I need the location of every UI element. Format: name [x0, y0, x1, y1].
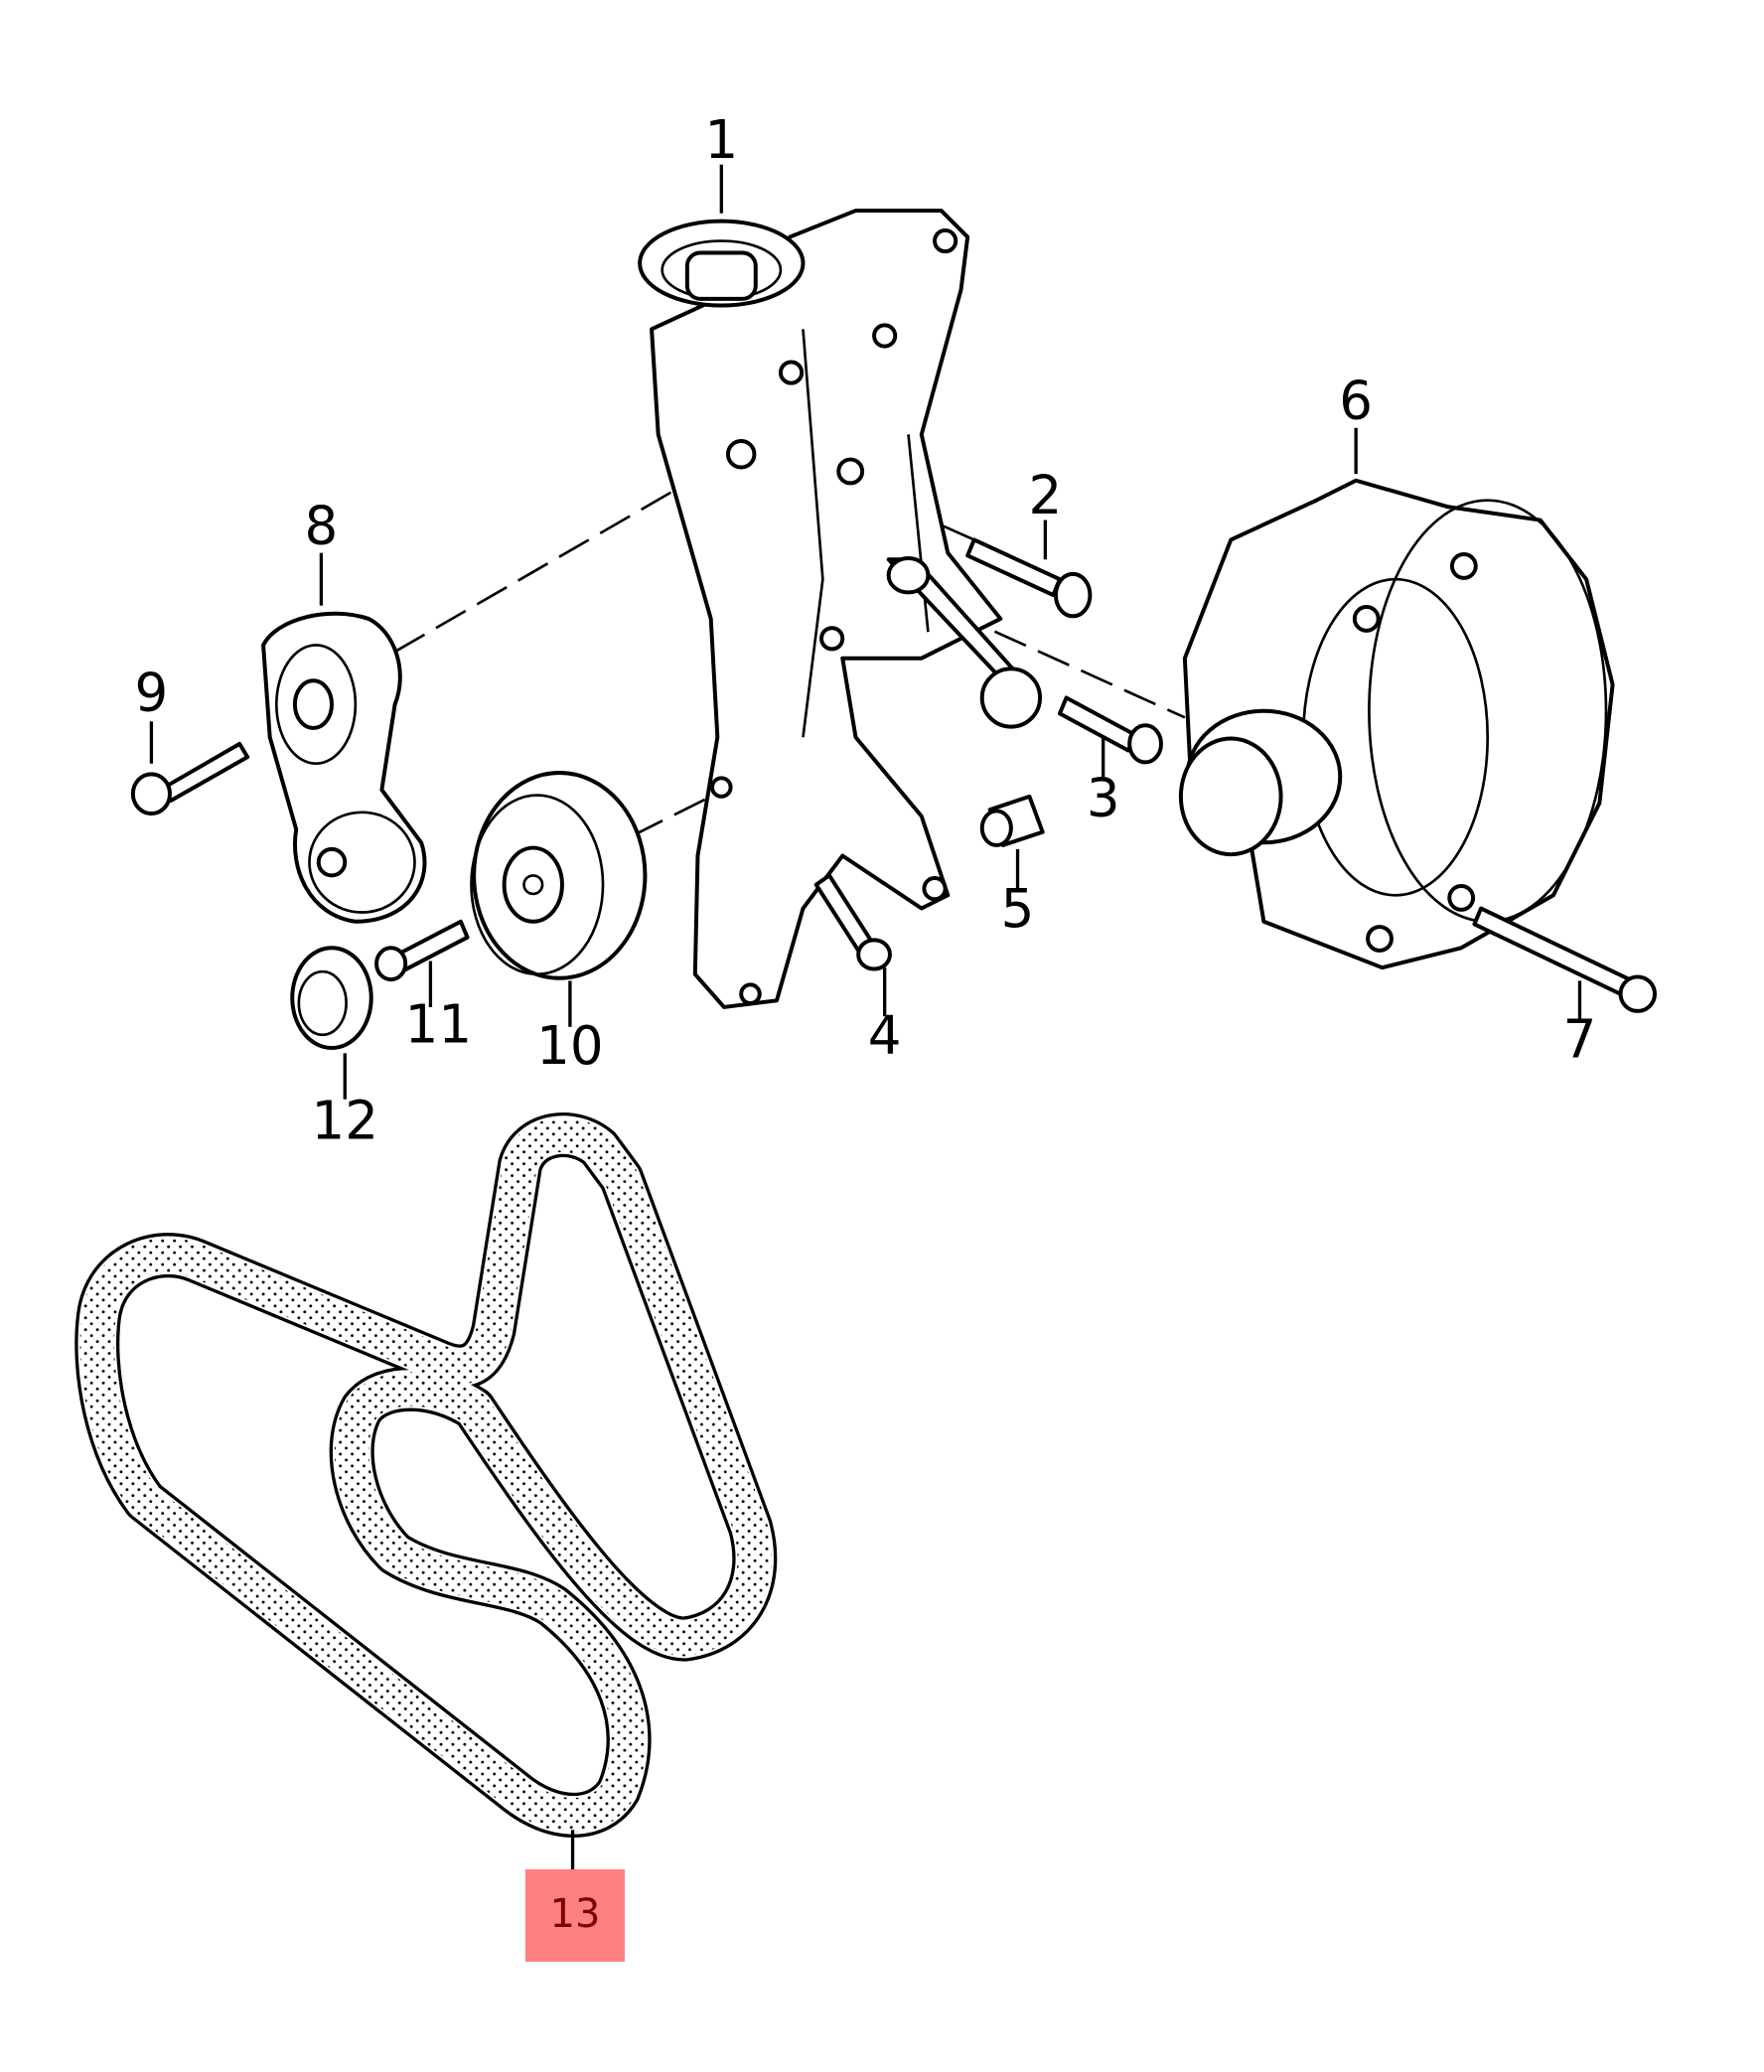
callout-9[interactable]: 9	[135, 663, 169, 724]
callout-13: 13	[549, 1891, 601, 1937]
callout-6[interactable]: 6	[1339, 370, 1373, 431]
bracket-part-1[interactable]	[638, 209, 1003, 1009]
callout-7[interactable]: 7	[1563, 1008, 1597, 1070]
bolt-part-9[interactable]	[130, 741, 250, 816]
callout-1[interactable]: 1	[704, 109, 738, 171]
highlighted-callout-13[interactable]: 13	[525, 1869, 625, 1962]
assembly-line	[393, 453, 738, 654]
cap-part-12[interactable]	[290, 946, 373, 1051]
idler-pulley-part-10[interactable]	[470, 771, 648, 980]
bolt-part-2[interactable]	[965, 537, 1093, 619]
bushing-part-5[interactable]	[979, 794, 1045, 847]
callout-11[interactable]: 11	[405, 994, 472, 1056]
assembly-line	[631, 789, 725, 837]
bolt-part-7[interactable]	[1472, 906, 1658, 1013]
callout-2[interactable]: 2	[1029, 465, 1063, 526]
spacer	[886, 555, 1043, 729]
callout-12[interactable]: 12	[312, 1090, 378, 1151]
callout-10[interactable]: 10	[536, 1015, 603, 1077]
callout-5[interactable]: 5	[1001, 878, 1035, 940]
callout-8[interactable]: 8	[305, 495, 339, 556]
callout-3[interactable]: 3	[1087, 768, 1120, 829]
callout-4[interactable]: 4	[868, 1004, 902, 1066]
tensioner-part-8[interactable]	[261, 611, 427, 924]
poly-v-belt-part-13[interactable]	[74, 1112, 778, 1838]
alternator-part-6[interactable]	[1178, 478, 1615, 970]
bolt-part-11[interactable]	[374, 919, 470, 982]
bolt-part-3[interactable]	[1057, 695, 1163, 765]
bolt-part-4[interactable]	[813, 873, 892, 971]
